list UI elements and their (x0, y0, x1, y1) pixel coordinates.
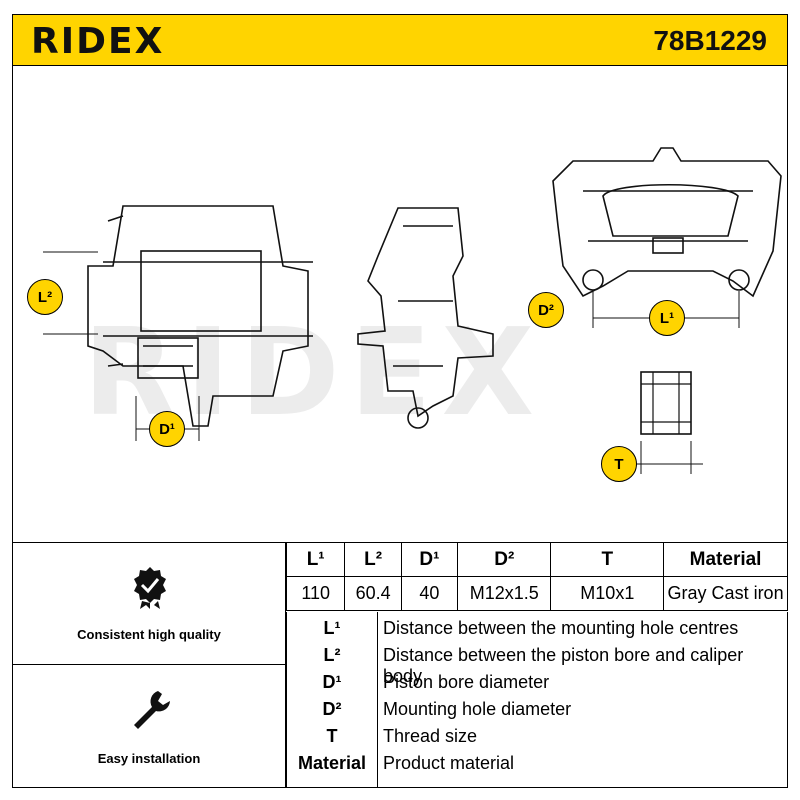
spec-header-l2: L² (344, 542, 402, 577)
feature-quality-label: Consistent high quality (77, 627, 221, 642)
spec-header-t: T (550, 542, 665, 577)
spec-value-material: Gray Cast iron (663, 576, 788, 611)
legend-row: L¹ Distance between the mounting hole ce… (287, 618, 787, 644)
legend-desc: Mounting hole diameter (383, 699, 572, 719)
legend-row: Material Product material (287, 753, 787, 779)
legend-desc: Distance between the piston bore and cal… (383, 645, 744, 686)
spec-value-t: M10x1 (550, 576, 665, 611)
feature-installation: Easy installation (12, 664, 286, 788)
spec-header-d2: D² (457, 542, 552, 577)
legend-key: Material (297, 753, 367, 773)
legend-table: L¹ Distance between the mounting hole ce… (286, 612, 788, 788)
technical-drawing: RIDEX (12, 66, 788, 542)
legend-desc: Piston bore diameter (383, 672, 550, 692)
legend-row: T Thread size (287, 726, 787, 752)
legend-key: D¹ (322, 672, 342, 692)
legend-row: D¹ Piston bore diameter (287, 672, 787, 698)
badge-check-icon (134, 567, 166, 609)
part-number: 78B1229 (653, 25, 767, 56)
legend-row: L² Distance between the piston bore and … (287, 645, 787, 686)
legend-desc: Thread size (383, 726, 478, 746)
spec-table: L¹ L² D¹ D² T Material 110 60.4 40 M12x1… (285, 542, 788, 611)
legend-key: L² (323, 645, 341, 665)
feature-installation-label: Easy installation (97, 751, 201, 766)
specification-section: Consistent high quality Easy installatio… (12, 542, 788, 788)
header-bar: RIDEX 78B1229 (12, 14, 788, 66)
spec-value-l2: 60.4 (344, 576, 402, 611)
legend-key: L¹ (323, 618, 341, 638)
legend-row: D² Mounting hole diameter (287, 699, 787, 725)
wrench-icon (134, 691, 170, 729)
spec-value-l1: 110 (285, 576, 346, 611)
caliper-drawing (43, 147, 782, 474)
dimension-badge-d1: D¹ (149, 411, 185, 447)
legend-key: D² (322, 699, 342, 719)
spec-value-d1: 40 (400, 576, 459, 611)
brand-logo: RIDEX (31, 21, 165, 62)
spec-header-l1: L¹ (285, 542, 346, 577)
dimension-badge-l1: L¹ (649, 300, 685, 336)
dimension-badge-t: T (601, 446, 637, 482)
legend-divider (377, 612, 378, 788)
spec-value-d2: M12x1.5 (457, 576, 552, 611)
legend-desc: Distance between the mounting hole centr… (383, 618, 739, 638)
legend-key: T (326, 726, 338, 746)
dimension-badge-d2: D² (528, 292, 564, 328)
spec-header-d1: D¹ (400, 542, 459, 577)
legend-desc: Product material (383, 753, 515, 773)
feature-quality: Consistent high quality (12, 542, 286, 665)
dimension-badge-l2: L² (27, 279, 63, 315)
spec-header-material: Material (663, 542, 788, 577)
